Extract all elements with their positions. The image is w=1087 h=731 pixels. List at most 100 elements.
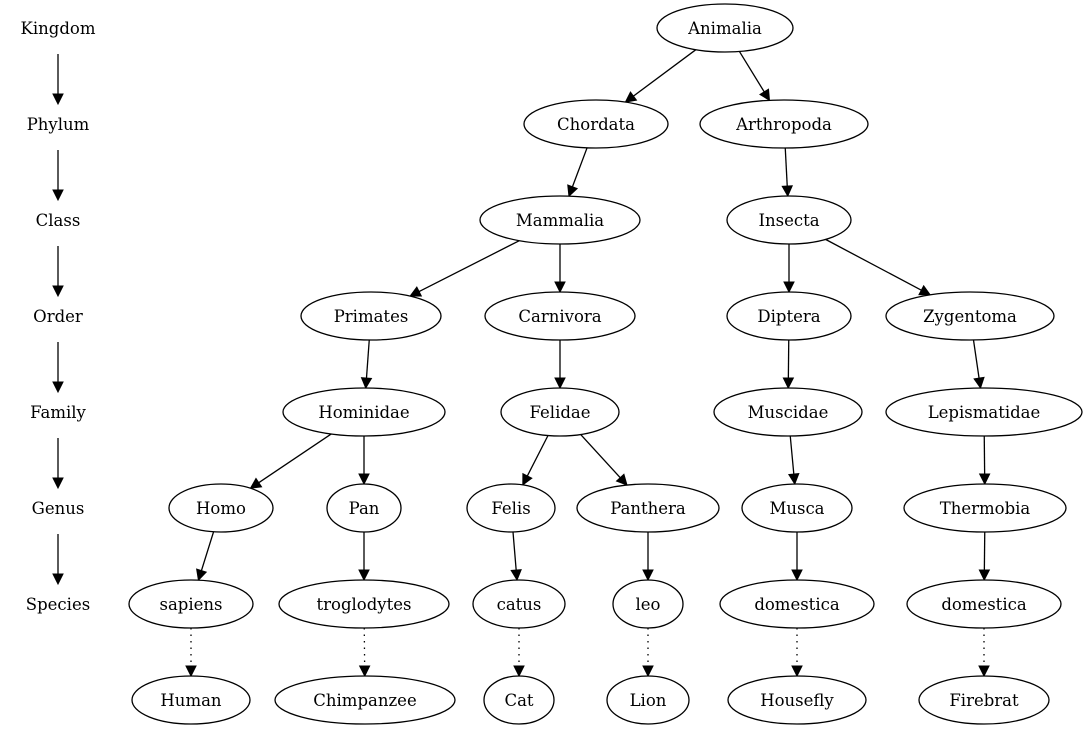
arrowhead-icon [249, 477, 263, 489]
node-shape [903, 483, 1067, 533]
node-felis[interactable]: Felis [466, 483, 556, 533]
node-shape [500, 387, 620, 437]
arrowhead-icon [791, 569, 803, 582]
edge-musca-to-musca-domestica [791, 532, 803, 582]
arrowhead-icon [52, 93, 64, 106]
edge-line [825, 238, 922, 291]
node-carnivora[interactable]: Carnivora [484, 291, 636, 341]
arrowhead-icon [358, 569, 370, 582]
node-label: Animalia [687, 19, 762, 38]
arrowhead-icon [52, 285, 64, 298]
node-shape [483, 675, 555, 725]
edge-hominidae-to-pan [358, 436, 370, 486]
node-label: domestica [941, 595, 1027, 614]
node-label: Mammalia [516, 211, 604, 230]
node-troglodytes[interactable]: troglodytes [278, 579, 450, 629]
arrowhead-icon [409, 286, 423, 297]
arrowhead-icon [787, 473, 800, 486]
rank-label-family: Family [30, 403, 86, 422]
node-pan[interactable]: Pan [326, 483, 402, 533]
node-chimpanzee[interactable]: Chimpanzee [274, 675, 456, 725]
arrowhead-icon [513, 665, 525, 678]
node-homo[interactable]: Homo [168, 483, 274, 533]
node-sapiens[interactable]: sapiens [128, 579, 254, 629]
node-zygentoma[interactable]: Zygentoma [885, 291, 1055, 341]
rank-arrow [52, 534, 64, 586]
node-shape [606, 675, 690, 725]
node-shape [472, 579, 566, 629]
arrowhead-icon [52, 189, 64, 202]
node-housefly[interactable]: Housefly [727, 675, 867, 725]
node-label: Arthropoda [735, 115, 832, 134]
node-animalia[interactable]: Animalia [656, 3, 794, 53]
edge-line [512, 531, 517, 571]
node-leo[interactable]: leo [612, 579, 684, 629]
node-chordata[interactable]: Chordata [523, 99, 669, 149]
node-firebrat[interactable]: Firebrat [918, 675, 1050, 725]
node-hominidae[interactable]: Hominidae [282, 387, 446, 437]
arrowhead-icon [978, 473, 991, 486]
arrowhead-icon [554, 377, 566, 390]
node-label: Felidae [529, 403, 590, 422]
edge-homo-to-sapiens [196, 531, 215, 582]
node-shape [726, 195, 852, 245]
edge-musca-domestica-to-housefly [791, 628, 803, 678]
edge-arthropoda-to-insecta [781, 147, 794, 198]
edge-thermobia-domestica-to-firebrat [978, 628, 990, 678]
arrowhead-icon [781, 185, 794, 198]
node-shape [612, 579, 684, 629]
node-lepismatidae[interactable]: Lepismatidae [885, 387, 1083, 437]
edge-animalia-to-chordata [624, 49, 697, 103]
node-arthropoda[interactable]: Arthropoda [699, 99, 869, 149]
node-musca[interactable]: Musca [741, 483, 853, 533]
node-shape [300, 291, 442, 341]
node-primates[interactable]: Primates [300, 291, 442, 341]
node-shape [885, 387, 1083, 437]
node-label: sapiens [159, 595, 222, 614]
arrowhead-icon [918, 284, 932, 296]
node-label: Diptera [757, 307, 820, 326]
edge-pan-to-troglodytes [358, 532, 370, 582]
node-diptera[interactable]: Diptera [726, 291, 852, 341]
node-mammalia[interactable]: Mammalia [479, 195, 641, 245]
node-catus[interactable]: catus [472, 579, 566, 629]
edge-line [200, 531, 215, 571]
node-shape [131, 675, 251, 725]
node-shape [576, 483, 720, 533]
rank-label-phylum: Phylum [27, 115, 90, 134]
arrowhead-icon [510, 569, 522, 582]
node-muscidae[interactable]: Muscidae [713, 387, 863, 437]
edge-chordata-to-mammalia [567, 147, 588, 198]
node-panthera[interactable]: Panthera [576, 483, 720, 533]
rank-label-genus: Genus [32, 499, 85, 518]
arrowhead-icon [973, 376, 985, 390]
edge-hominidae-to-homo [249, 433, 332, 489]
node-lion[interactable]: Lion [606, 675, 690, 725]
node-human[interactable]: Human [131, 675, 251, 725]
node-musca-domestica[interactable]: domestica [719, 579, 875, 629]
edge-felidae-to-felis [522, 435, 549, 486]
edge-line [738, 51, 765, 93]
node-shape [466, 483, 556, 533]
node-shape [128, 579, 254, 629]
node-label: Firebrat [949, 691, 1019, 710]
node-label: Panthera [610, 499, 686, 518]
node-label: Chimpanzee [313, 691, 416, 710]
node-shape [918, 675, 1050, 725]
arrowhead-icon [358, 473, 370, 486]
arrowhead-icon [615, 473, 628, 486]
node-thermobia[interactable]: Thermobia [903, 483, 1067, 533]
arrowhead-icon [759, 88, 771, 102]
node-label: Carnivora [518, 307, 601, 326]
arrowhead-icon [52, 477, 64, 490]
rank-arrow [52, 438, 64, 490]
edge-catus-to-cat [513, 628, 525, 678]
node-insecta[interactable]: Insecta [726, 195, 852, 245]
node-thermobia-domestica[interactable]: domestica [906, 579, 1062, 629]
node-cat[interactable]: Cat [483, 675, 555, 725]
rank-label-kingdom: Kingdom [21, 19, 96, 38]
node-label: Musca [769, 499, 824, 518]
node-felidae[interactable]: Felidae [500, 387, 620, 437]
arrowhead-icon [782, 377, 795, 390]
